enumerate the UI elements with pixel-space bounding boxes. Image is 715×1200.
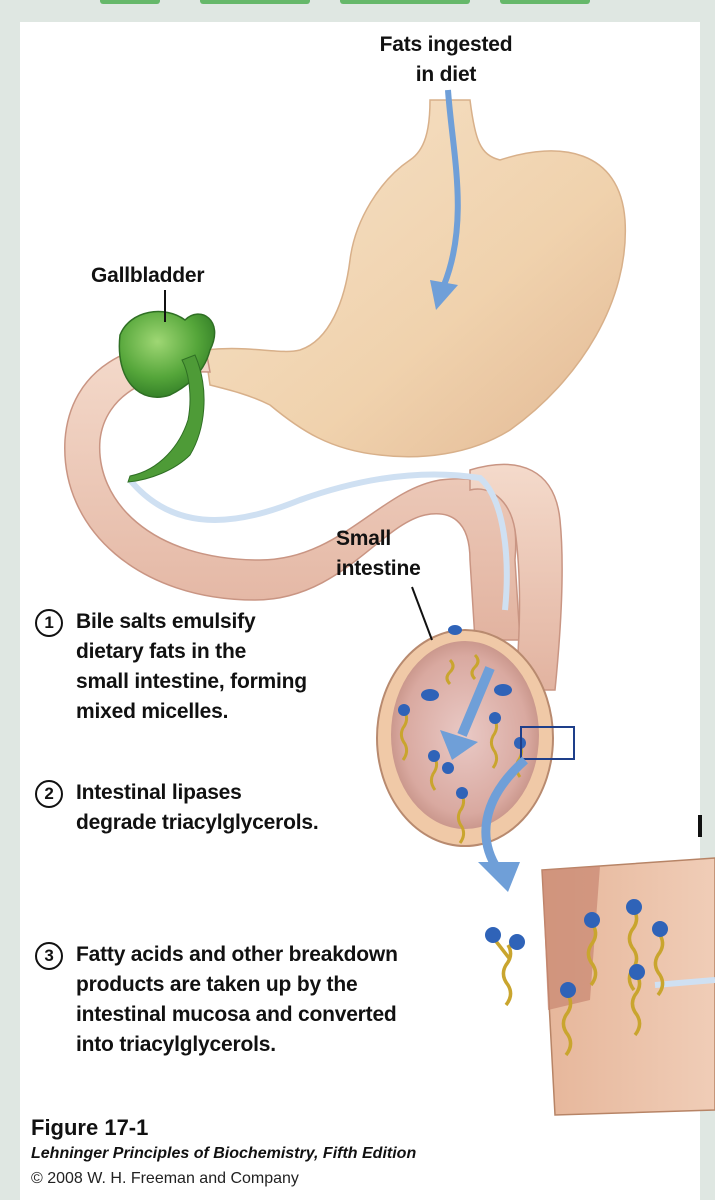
step-3-text: Fatty acids and other breakdown products… — [76, 943, 398, 1056]
mucosa-zoom-box — [520, 726, 575, 760]
step-1-text: Bile salts emulsify dietary fats in the … — [76, 610, 307, 723]
label-fats-ingested: Fats ingested in diet — [379, 33, 513, 86]
lumen-micelle-heads — [398, 625, 526, 799]
label-gallbladder: Gallbladder — [91, 264, 205, 287]
edge-mark — [698, 815, 702, 837]
step-2-number: 2 — [35, 780, 63, 808]
lumen-arrow — [440, 666, 495, 760]
figure-copyright: © 2008 W. H. Freeman and Company — [31, 1170, 299, 1187]
stomach — [204, 99, 627, 458]
step-2: 2 Intestinal lipases degrade triacylglyc… — [35, 778, 375, 848]
mucosa-heads — [485, 899, 668, 998]
small-intestine-loop — [64, 342, 563, 691]
intestine-leader — [411, 586, 433, 641]
step-3-number: 3 — [35, 942, 63, 970]
top-cropped-heading — [0, 0, 715, 14]
gallbladder — [118, 310, 216, 483]
label-small-intestine: Small intestine — [336, 527, 421, 580]
zoom-arrow — [478, 756, 528, 892]
figure-book-credit: Lehninger Principles of Biochemistry, Fi… — [31, 1145, 417, 1162]
step-3: 3 Fatty acids and other breakdown produc… — [35, 940, 505, 1070]
flow-line — [127, 471, 510, 611]
step-1-number: 1 — [35, 609, 63, 637]
step-2-text: Intestinal lipases degrade triacylglycer… — [76, 781, 319, 834]
mucosa-lipids — [493, 909, 665, 1057]
fat-flow-arrow — [430, 89, 461, 310]
step-1: 1 Bile salts emulsify dietary fats in th… — [35, 607, 415, 737]
figure-title: Figure 17-1 — [31, 1115, 149, 1140]
